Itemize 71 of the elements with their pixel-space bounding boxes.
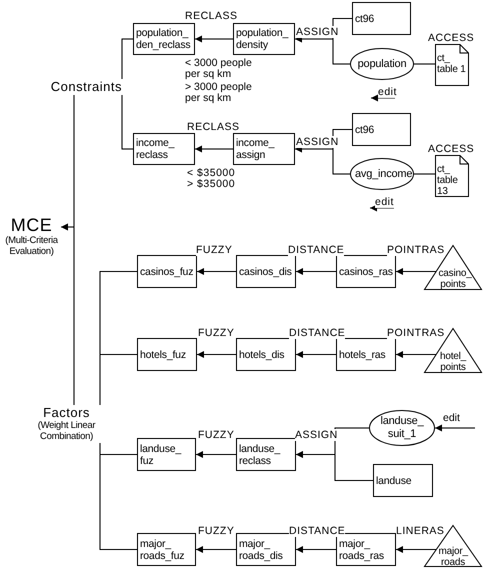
process-box: income_ assign — [233, 133, 295, 165]
node-label: MCE — [10, 216, 52, 235]
node-subtitle: (Multi-Criteria Evaluation) — [4, 235, 59, 257]
class-note: > 3000 people per sq km — [185, 82, 253, 104]
connector — [434, 424, 476, 432]
connector — [122, 94, 134, 150]
class-note: > $35000 — [187, 178, 236, 190]
operation-label: DISTANCE — [289, 525, 346, 537]
operation-label: RECLASS — [187, 121, 240, 133]
node-label: Constraints — [50, 79, 122, 94]
connector — [194, 36, 234, 42]
process-box: hotels_ras — [336, 338, 396, 371]
data-ellipse: population — [350, 48, 414, 80]
class-note: < 3000 people per sq km — [185, 58, 253, 80]
process-box: hotels_dis — [236, 338, 296, 371]
process-box: casinos_dis — [236, 255, 296, 288]
connector — [296, 451, 374, 481]
connector — [100, 442, 138, 550]
connector — [396, 351, 436, 358]
operation-label: DISTANCE — [288, 244, 344, 256]
data-ellipse: avg_income — [350, 158, 414, 190]
process-box: major_ roads_fuz — [137, 533, 196, 566]
process-box: population_ den_reclass — [133, 23, 195, 55]
process-box: landuse_ fuz — [137, 438, 196, 471]
connector — [196, 268, 236, 275]
operation-label: FUZZY — [198, 327, 234, 339]
operation-label: LINERAS — [396, 525, 444, 537]
connector — [396, 546, 437, 553]
node-subtitle: (Weight Linear Combination) — [36, 420, 96, 442]
operation-label: RECLASS — [185, 10, 238, 22]
operation-label: DISTANCE — [289, 327, 346, 339]
process-box: major_ roads_ras — [336, 533, 396, 566]
process-box: landuse — [373, 464, 433, 497]
process-box: ct96 — [352, 2, 411, 35]
operation-label: ASSIGN — [296, 136, 339, 148]
operation-label: edit — [375, 196, 394, 208]
connector — [194, 146, 234, 152]
process-box: income_ reclass — [133, 133, 195, 165]
process-box: casinos_fuz — [137, 255, 197, 288]
connector — [396, 268, 436, 275]
process-box: ct96 — [352, 113, 411, 146]
operation-label: edit — [378, 86, 397, 98]
connector — [296, 546, 336, 553]
connector — [196, 451, 236, 458]
table-document: ct_ table 13 — [435, 155, 469, 197]
operation-label: POINTRAS — [387, 244, 445, 256]
operation-label: ASSIGN — [296, 26, 339, 38]
class-note: < $35000 — [187, 167, 236, 179]
connector — [296, 351, 336, 358]
node-label: Factors — [43, 405, 90, 420]
process-box: major_ roads_dis — [236, 533, 296, 566]
operation-label: POINTRAS — [387, 327, 445, 339]
operation-label: FUZZY — [196, 244, 232, 256]
connector — [122, 38, 134, 80]
operation-label: ACCESS — [428, 32, 474, 44]
process-box: hotels_fuz — [137, 338, 197, 371]
edge-label: edit — [443, 412, 460, 424]
connector — [60, 224, 74, 406]
process-box: landuse_ reclass — [236, 438, 296, 471]
table-document: ct_ table 1 — [435, 44, 469, 86]
operation-label: ASSIGN — [295, 429, 338, 441]
connector — [196, 351, 236, 358]
connector — [296, 268, 336, 275]
operation-label: FUZZY — [198, 525, 234, 537]
operation-label: FUZZY — [198, 429, 234, 441]
connector — [196, 546, 236, 553]
operation-label: ACCESS — [428, 143, 474, 155]
connector — [100, 354, 138, 406]
process-box: population_ density — [233, 23, 295, 55]
process-box: casinos_ras — [336, 255, 396, 288]
data-ellipse: landuse_ suit_1 — [369, 410, 435, 446]
